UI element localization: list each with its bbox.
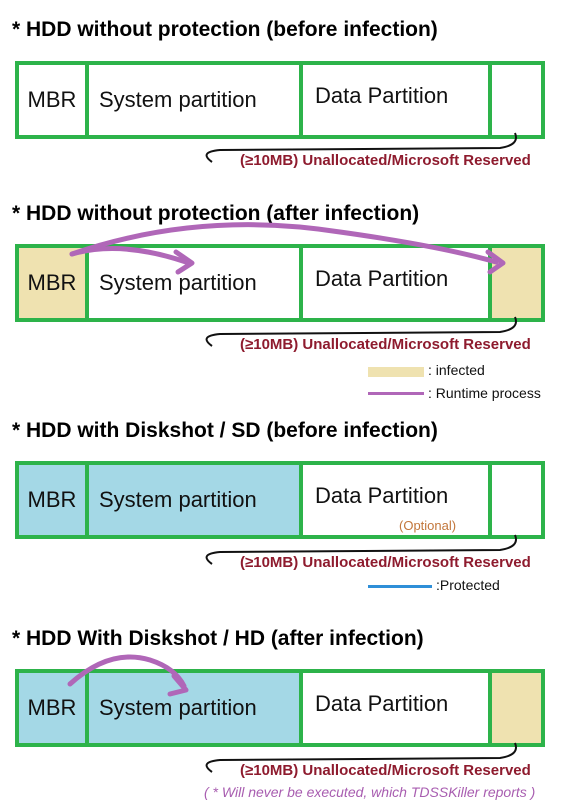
section-3-heading: * HDD with Diskshot / SD (before infecti… — [12, 419, 438, 442]
legend-protected-swatch — [368, 585, 432, 588]
optional-label: (Optional) — [399, 518, 457, 533]
unallocated-segment — [492, 65, 541, 135]
section-1-disk-bar: MBR System partition Data Partition — [15, 61, 545, 139]
section-2-unallocated-label: (≥10MB) Unallocated/Microsoft Reserved — [240, 336, 531, 353]
mbr-segment-infected: MBR — [19, 248, 89, 318]
mbr-segment-protected: MBR — [19, 465, 89, 535]
section-3-disk-bar: MBR System partition Data Partition (Opt… — [15, 461, 545, 539]
legend-protected-label: :Protected — [436, 577, 500, 593]
legend-infected-swatch — [368, 367, 424, 377]
data-partition-segment: Data Partition (Optional) — [303, 465, 492, 535]
section-3-unallocated-label: (≥10MB) Unallocated/Microsoft Reserved — [240, 554, 531, 571]
unallocated-segment-infected — [492, 248, 541, 318]
section-2-disk-bar: MBR System partition Data Partition — [15, 244, 545, 322]
legend-runtime-swatch — [368, 392, 424, 395]
section-4-disk-bar: MBR System partition Data Partition — [15, 669, 545, 747]
system-partition-segment: System partition — [89, 65, 303, 135]
unallocated-segment-infected — [492, 673, 541, 743]
legend-runtime-label: : Runtime process — [428, 385, 541, 401]
system-partition-segment: System partition — [89, 248, 303, 318]
data-partition-label: Data Partition — [315, 483, 449, 508]
data-partition-segment: Data Partition — [303, 65, 492, 135]
section-2-heading: * HDD without protection (after infectio… — [12, 202, 420, 225]
system-partition-segment-protected: System partition — [89, 465, 303, 535]
unallocated-segment — [492, 465, 541, 535]
legend-infected-label: : infected — [428, 362, 485, 378]
section-1-unallocated-label: (≥10MB) Unallocated/Microsoft Reserved — [240, 152, 531, 169]
system-partition-segment-protected: System partition — [89, 673, 303, 743]
tdsskiller-note: ( * Will never be executed, which TDSSKi… — [204, 784, 536, 800]
data-partition-segment: Data Partition — [303, 673, 492, 743]
mbr-segment-protected: MBR — [19, 673, 89, 743]
data-partition-segment: Data Partition — [303, 248, 492, 318]
section-4-heading: * HDD With Diskshot / HD (after infectio… — [12, 627, 424, 650]
section-1-heading: * HDD without protection (before infecti… — [12, 18, 438, 41]
section-4-unallocated-label: (≥10MB) Unallocated/Microsoft Reserved — [240, 762, 531, 779]
mbr-segment: MBR — [19, 65, 89, 135]
